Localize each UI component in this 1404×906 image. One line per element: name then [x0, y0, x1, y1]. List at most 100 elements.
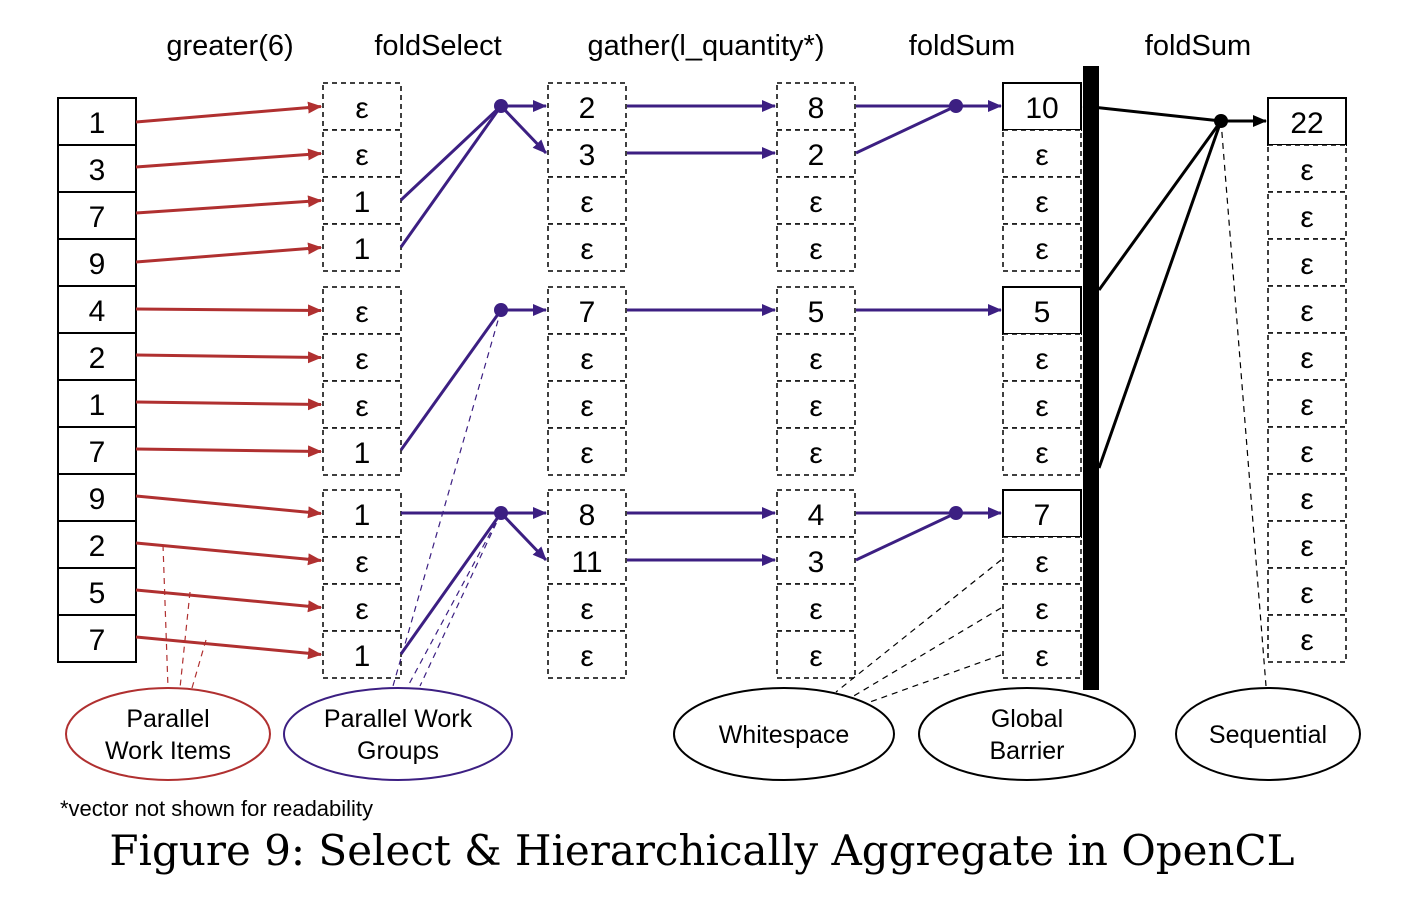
- group-sum-value: ε: [1035, 437, 1048, 470]
- compact-cell: [547, 630, 627, 679]
- compact-cell: [547, 129, 627, 178]
- work-item-arrow: [135, 351, 322, 364]
- final-value: ε: [1300, 389, 1313, 422]
- input-value: 7: [89, 201, 106, 234]
- final-value: 22: [1290, 107, 1323, 140]
- group-sum-cell: [1002, 630, 1082, 679]
- final-cell: [1267, 614, 1347, 663]
- final-cell: [1267, 238, 1347, 287]
- work-item-arrow: [135, 195, 322, 215]
- group-sum-cell: [1002, 333, 1082, 382]
- gather-cell: [776, 489, 856, 538]
- gather-cell: [776, 536, 856, 585]
- global-barrier-bar: [1083, 66, 1099, 690]
- select-cell: [322, 630, 402, 679]
- group-sum-value: ε: [1035, 233, 1048, 266]
- select-value: ε: [355, 139, 368, 172]
- select-cell: [322, 380, 402, 429]
- fold-select-line: [399, 105, 503, 248]
- group-sum-cell: [1002, 583, 1082, 632]
- work-item-arrow: [135, 541, 322, 566]
- final-value: ε: [1300, 530, 1313, 563]
- select-value: ε: [355, 546, 368, 579]
- compact-value: 7: [579, 296, 596, 329]
- final-fold-line: [1097, 120, 1223, 291]
- compact-value: ε: [580, 233, 593, 266]
- select-cell: [322, 333, 402, 382]
- gather-value: 4: [808, 499, 825, 532]
- whitespace-label-ellipse: [673, 687, 895, 781]
- group-sum-value: ε: [1035, 546, 1048, 579]
- final-fold-line: [1097, 120, 1223, 469]
- group-sum-value: 5: [1034, 296, 1051, 329]
- compact-value: ε: [580, 640, 593, 673]
- work-item-arrow: [135, 398, 322, 411]
- compact-cell: [547, 380, 627, 429]
- group-sum-cell: [1002, 223, 1082, 272]
- select-cell: [322, 286, 402, 335]
- fold-sum-line: [855, 104, 957, 155]
- compact-value: ε: [580, 186, 593, 219]
- annotation-pointer: [191, 639, 207, 689]
- whitespace-label: Whitespace: [719, 721, 850, 749]
- gather-value: ε: [809, 343, 822, 376]
- compact-cell: [547, 286, 627, 335]
- group-sum-cell: [1002, 427, 1082, 476]
- final-value: ε: [1300, 483, 1313, 516]
- final-value: ε: [1300, 624, 1313, 657]
- work-item-arrow: [135, 445, 322, 458]
- fold-select-line: [399, 104, 503, 202]
- final-cell: [1267, 285, 1347, 334]
- annotation-pointer: [851, 607, 1002, 698]
- gather-cell: [776, 333, 856, 382]
- final-cell: [1267, 332, 1347, 381]
- select-value: ε: [355, 390, 368, 423]
- input-cell: [57, 332, 137, 381]
- input-value: 2: [89, 342, 106, 375]
- group-sum-cell: [1002, 286, 1082, 335]
- gather-cell: [776, 223, 856, 272]
- final-fold-line: [1082, 104, 1222, 123]
- input-value: 3: [89, 154, 106, 187]
- stage-header: foldSum: [909, 30, 1015, 62]
- parallel-work-items-label-ellipse: [65, 687, 271, 781]
- select-value: 1: [354, 186, 371, 219]
- work-item-arrow: [135, 148, 322, 169]
- gather-value: ε: [809, 186, 822, 219]
- work-item-arrow: [135, 242, 322, 264]
- compact-value: 11: [571, 546, 602, 579]
- compact-cell: [547, 223, 627, 272]
- stage-header: foldSum: [1145, 30, 1251, 62]
- global-barrier-label: Barrier: [989, 737, 1064, 765]
- fold-select-arrow: [499, 511, 548, 562]
- final-cell: [1267, 520, 1347, 569]
- gather-cell: [776, 82, 856, 131]
- input-value: 9: [89, 483, 106, 516]
- select-cell: [322, 489, 402, 538]
- compact-cell: [547, 489, 627, 538]
- annotation-pointer: [835, 559, 1002, 693]
- annotation-pointer: [1220, 120, 1267, 687]
- group-sum-cell: [1002, 380, 1082, 429]
- group-sum-value: ε: [1035, 343, 1048, 376]
- parallel-work-items-label: Work Items: [105, 737, 231, 765]
- input-cell: [57, 614, 137, 663]
- select-value: 1: [354, 499, 371, 532]
- compact-value: 3: [579, 139, 596, 172]
- junction-dot: [494, 99, 508, 113]
- select-value: 1: [354, 640, 371, 673]
- stage-header: greater(6): [166, 30, 293, 62]
- input-value: 9: [89, 248, 106, 281]
- junction-dot: [949, 99, 963, 113]
- group-sum-value: 10: [1025, 92, 1058, 125]
- select-value: 1: [354, 437, 371, 470]
- input-value: 2: [89, 530, 106, 563]
- parallel-work-groups-label: Groups: [357, 737, 439, 765]
- stage-header: foldSelect: [374, 30, 501, 62]
- fold-select-arrow: [499, 104, 548, 155]
- select-cell: [322, 536, 402, 585]
- final-value: ε: [1300, 342, 1313, 375]
- figure-caption: Figure 9: Select & Hierarchically Aggreg…: [109, 826, 1295, 875]
- gather-value: 2: [808, 139, 825, 172]
